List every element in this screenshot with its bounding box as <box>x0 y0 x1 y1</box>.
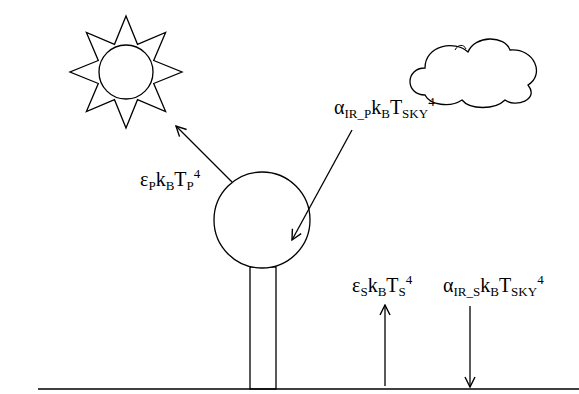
ground-line <box>38 388 579 389</box>
cloud-detail <box>455 45 466 50</box>
sun-rays <box>70 16 182 128</box>
post <box>250 267 276 389</box>
flux-label: εSkBTS4 <box>352 272 412 298</box>
sphere <box>214 172 310 268</box>
ground-absorption-arrow <box>469 306 470 387</box>
absorption-arrow <box>292 130 352 240</box>
sun-disc <box>99 45 153 99</box>
flux-label: εPkBTP4 <box>140 166 200 192</box>
flux-label: αIR_PkBTSKY4 <box>334 94 435 120</box>
ground-emission-arrow <box>384 305 385 386</box>
flux-label: αIR_SkBTSKY4 <box>443 272 544 298</box>
